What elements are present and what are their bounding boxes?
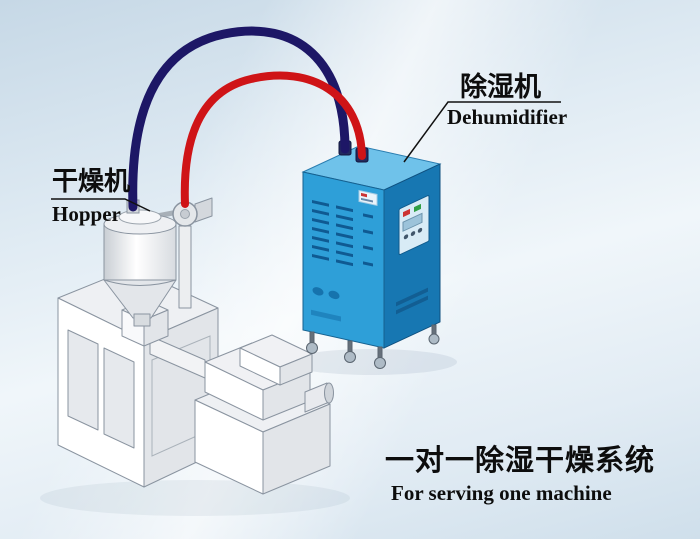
bottom-slot-vent	[311, 309, 341, 322]
side-face	[383, 163, 441, 349]
hopper-lid-dome	[118, 209, 162, 225]
caster-wheels	[306, 324, 440, 369]
sticker-mark	[361, 192, 367, 198]
round-vent	[312, 287, 324, 296]
caster-wheel	[344, 351, 356, 363]
hopper-dryer	[103, 197, 213, 327]
leader-line-dehumidifier	[403, 101, 561, 163]
caster-wheel	[374, 357, 386, 369]
dehumidifier-front-panel	[302, 171, 385, 349]
extruder-machine	[57, 267, 334, 495]
control-knob	[410, 231, 416, 236]
display-screen	[402, 212, 423, 232]
die-flange	[324, 382, 334, 404]
dehumidifier-side-panel	[383, 163, 441, 349]
dehumidifier-cabinet	[301, 140, 442, 369]
machine-base-side	[262, 403, 331, 495]
caption-cn: 一对一除湿干燥系统	[385, 443, 655, 477]
dehumidifier-label-en: Dehumidifier	[447, 105, 567, 129]
return-duct	[178, 225, 192, 309]
hopper-label-en: Hopper	[52, 202, 121, 226]
hopper-label-cn: 干燥机	[52, 167, 130, 197]
blower-fan-hub	[180, 209, 190, 219]
power-button	[403, 208, 410, 218]
caster-wheel	[306, 342, 318, 354]
dry-air-pipe	[128, 26, 350, 212]
blower-motor	[194, 197, 213, 223]
machine-shadow	[40, 480, 350, 516]
dehumidifier-vent-grille	[312, 200, 373, 267]
side-vent	[396, 295, 428, 315]
caster-wheel	[428, 333, 440, 345]
control-knob	[417, 227, 423, 233]
cabinet-door	[67, 329, 99, 431]
die-head	[304, 382, 328, 413]
hopper-body-bottom	[103, 279, 177, 286]
run-button	[414, 203, 421, 213]
side-vent	[396, 287, 428, 307]
cabinet-door	[103, 347, 135, 449]
leader-line-hopper	[51, 198, 151, 212]
return-air-pipe	[180, 71, 366, 208]
dehumidifier-shadow	[287, 349, 457, 375]
round-vent	[328, 290, 340, 300]
caption-en: For serving one machine	[391, 481, 612, 505]
top-box-side	[279, 353, 313, 386]
control-knob	[403, 234, 409, 240]
dehumidifier-label-cn: 除湿机	[460, 71, 541, 103]
sticker-line	[361, 197, 373, 203]
hopper-outlet	[133, 313, 151, 327]
